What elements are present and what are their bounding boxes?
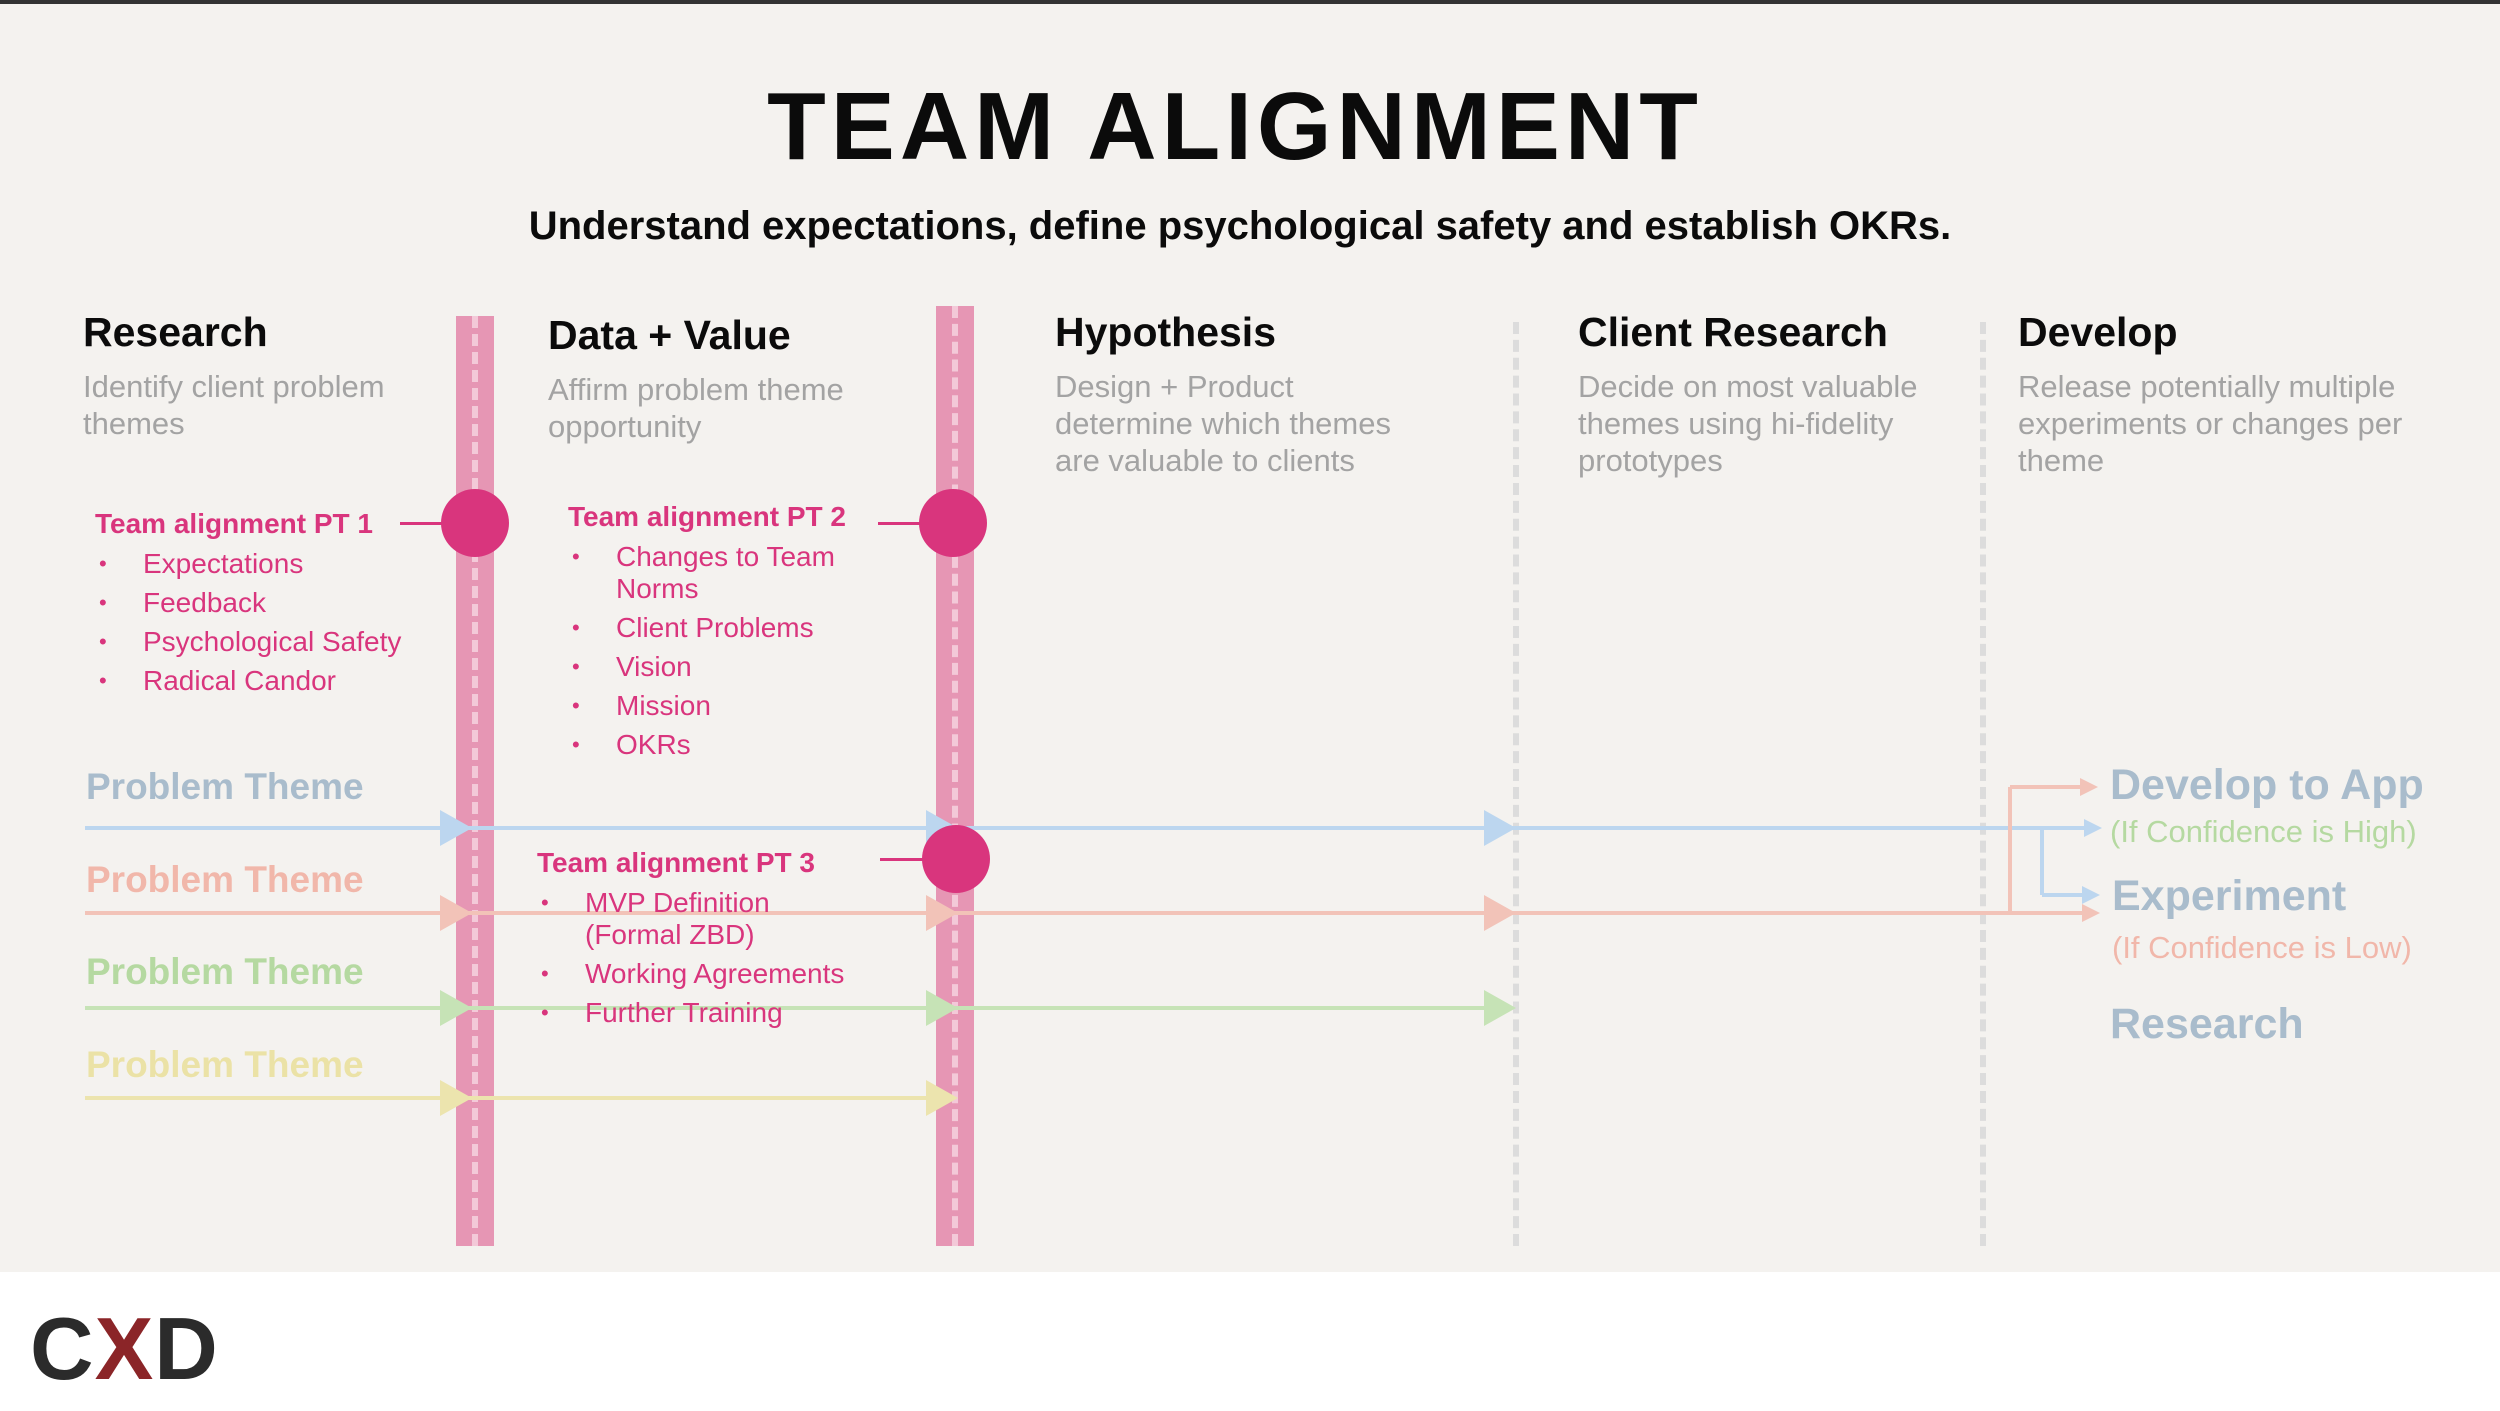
theme-4-flow (85, 1080, 958, 1116)
team-alignment-title: Team alignment PT 2 (568, 501, 846, 532)
column-title: Develop (2018, 309, 2178, 355)
list-item: MVP Definition (Formal ZBD) (537, 887, 867, 951)
outcome-research: Research (2110, 1000, 2304, 1048)
page-title: TEAM ALIGNMENT (767, 73, 1703, 180)
list-item: OKRs (568, 729, 858, 761)
column-research: Research Identify client problem themes (83, 309, 463, 442)
column-title: Hypothesis (1055, 309, 1276, 355)
column-develop: Develop Release potentially multiple exp… (2018, 309, 2438, 479)
node-connector (878, 522, 948, 525)
outcome-develop-to-app: Develop to App (2110, 761, 2424, 809)
list-item: Working Agreements (537, 958, 867, 990)
team-alignment-title: Team alignment PT 1 (95, 508, 373, 539)
column-client-research: Client Research Decide on most valuable … (1578, 309, 1958, 479)
cxd-logo: CXD (30, 1298, 219, 1400)
team-alignment-list: Changes to Team Norms Client Problems Vi… (568, 541, 858, 761)
list-item: Vision (568, 651, 858, 683)
logo-letter: D (154, 1299, 219, 1398)
list-item: Client Problems (568, 612, 858, 644)
list-item: Mission (568, 690, 858, 722)
column-hypothesis: Hypothesis Design + Product determine wh… (1055, 309, 1435, 479)
flow-arrowhead (1484, 990, 1516, 1026)
flow-arrowhead (1484, 895, 1516, 931)
stage-bar-2-dash (952, 306, 958, 1246)
column-description: Affirm problem theme opportunity (548, 372, 844, 444)
team-alignment-list: MVP Definition (Formal ZBD) Working Agre… (537, 887, 867, 1029)
theme-2-flow (85, 778, 2100, 931)
stage-bar-1-dash (472, 316, 478, 1246)
list-item: Expectations (95, 548, 401, 580)
flow-arrowhead (2080, 778, 2098, 796)
team-alignment-pt2: Team alignment PT 2 Changes to Team Norm… (568, 501, 858, 768)
column-description: Identify client problem themes (83, 369, 385, 441)
team-alignment-title: Team alignment PT 3 (537, 847, 815, 878)
stage-divider-3 (1513, 322, 1519, 1246)
node-connector (880, 858, 950, 861)
flow-arrowhead (926, 895, 958, 931)
column-data-value: Data + Value Affirm problem theme opport… (548, 312, 928, 445)
flow-arrowhead (440, 810, 472, 846)
problem-theme-label: Problem Theme (86, 1044, 364, 1085)
problem-theme-label: Problem Theme (86, 951, 364, 992)
flow-arrowhead (440, 1080, 472, 1116)
diagram-canvas: TEAM ALIGNMENT Understand expectations, … (0, 0, 2500, 1272)
logo-letter: C (30, 1299, 95, 1398)
list-item: Feedback (95, 587, 401, 619)
outcome-note: (If Confidence is Low) (2112, 930, 2412, 965)
flow-arrowhead (440, 895, 472, 931)
node-connector (400, 522, 460, 525)
list-item: Further Training (537, 997, 867, 1029)
team-alignment-node-2 (919, 489, 987, 557)
flow-arrowhead (926, 990, 958, 1026)
footer (0, 1272, 2500, 1411)
flow-arrowhead (926, 1080, 958, 1116)
flow-arrowhead (1484, 810, 1516, 846)
column-description: Decide on most valuable themes using hi-… (1578, 369, 1918, 478)
page-subtitle: Understand expectations, define psycholo… (528, 204, 1952, 248)
flow-arrowhead (2082, 904, 2100, 922)
column-title: Client Research (1578, 309, 1888, 355)
team-alignment-list: Expectations Feedback Psychological Safe… (95, 548, 401, 697)
flow-arrowhead (2082, 886, 2100, 904)
column-title: Research (83, 309, 268, 355)
theme-1-flow (85, 810, 2102, 904)
team-alignment-pt1: Team alignment PT 1 Expectations Feedbac… (95, 508, 401, 704)
outcome-experiment: Experiment (2112, 872, 2347, 920)
problem-theme-label: Problem Theme (86, 859, 364, 900)
team-alignment-node-1 (441, 489, 509, 557)
outcome-note: (If Confidence is High) (2110, 814, 2417, 849)
logo-letter: X (94, 1299, 155, 1398)
flow-arrowhead (2084, 819, 2102, 837)
stage-divider-4 (1980, 322, 1986, 1246)
column-description: Release potentially multiple experiments… (2018, 369, 2403, 478)
column-description: Design + Product determine which themes … (1055, 369, 1391, 478)
list-item: Psychological Safety (95, 626, 401, 658)
problem-theme-label: Problem Theme (86, 766, 364, 807)
column-title: Data + Value (548, 312, 791, 358)
list-item: Radical Candor (95, 665, 401, 697)
list-item: Changes to Team Norms (568, 541, 858, 605)
team-alignment-pt3: Team alignment PT 3 MVP Definition (Form… (537, 847, 867, 1036)
team-alignment-node-3 (922, 825, 990, 893)
flow-arrowhead (440, 990, 472, 1026)
